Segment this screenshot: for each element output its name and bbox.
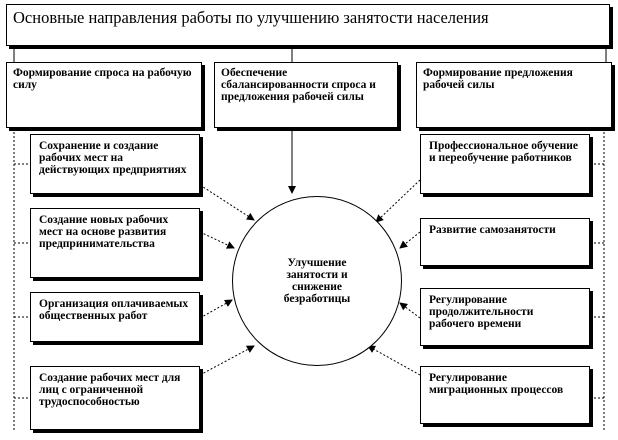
right-item-3: Регулирование продолжительности рабочего… [420,288,590,346]
category-supply-box: Формирование предложения рабочей силы [416,62,612,128]
left-item-3: Организация оплачиваемых общественных ра… [30,292,200,342]
left-item-2: Создание новых рабочих мест на основе ра… [30,208,200,278]
arrow-right-3 [399,302,421,319]
category-demand-box: Формирование спроса на рабочую силу [6,62,202,128]
diagram-title: Основные направления работы по улучшению… [13,8,489,27]
left-item-4: Создание рабочих мест для лиц с ограниче… [30,366,200,430]
category-balance-box: Обеспечение сбалансированности спроса и … [214,62,398,128]
arrow-left-2 [199,231,235,249]
diagram-title-box: Основные направления работы по улучшению… [6,4,610,46]
right-item-4: Регулирование миграционных процессов [420,366,590,424]
left-item-1: Сохранение и создание рабочих мест на де… [30,134,200,194]
arrow-right-2 [399,231,421,249]
arrow-right-1 [375,179,421,223]
center-goal: Улучшение занятости и снижение безработи… [283,257,351,305]
right-item-1: Профессиональное обучение и переобучение… [420,134,590,194]
category-demand: Формирование спроса на рабочую силу [13,67,192,91]
center-goal-circle: Улучшение занятости и снижение безработи… [232,196,402,366]
arrow-left-3 [199,299,233,319]
category-supply: Формирование предложения рабочей силы [423,67,573,91]
arrow-left-4 [199,345,255,376]
category-balance: Обеспечение сбалансированности спроса и … [221,67,376,103]
arrow-left-1 [199,184,255,221]
arrow-right-4 [367,345,421,376]
right-item-2: Развитие самозанятости [420,218,590,266]
